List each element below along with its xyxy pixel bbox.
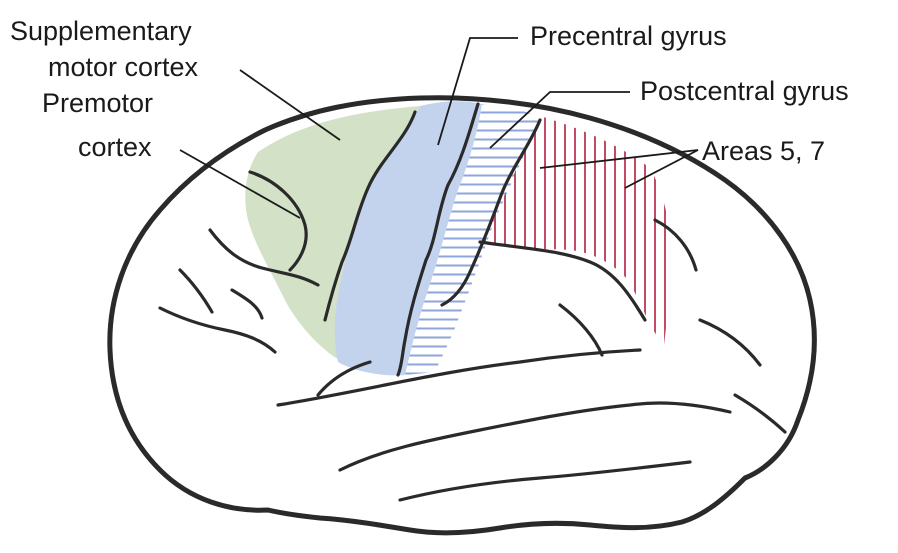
- frontal-convolution-2: [180, 270, 212, 312]
- label-premotor-line2: cortex: [78, 132, 152, 162]
- inferior-temporal-sulcus: [400, 462, 690, 500]
- frontal-convolution-1: [160, 308, 275, 352]
- sylvian-fissure: [278, 350, 640, 405]
- frontal-convolution-3: [232, 290, 262, 318]
- label-supplementary-line1: Supplementary: [10, 16, 192, 46]
- label-precentral-gyrus: Precentral gyrus: [530, 21, 727, 51]
- label-supplementary-line2: motor cortex: [48, 52, 199, 82]
- superior-temporal-sulcus: [340, 403, 730, 470]
- label-areas-5-7: Areas 5, 7: [702, 136, 825, 166]
- leader-supplementary: [240, 70, 340, 140]
- label-premotor-line1: Premotor: [42, 88, 153, 118]
- occipital-sulcus-2: [735, 395, 785, 432]
- occipital-sulcus-1: [700, 320, 760, 365]
- parietal-convolution: [560, 305, 602, 355]
- label-postcentral-gyrus: Postcentral gyrus: [640, 76, 849, 106]
